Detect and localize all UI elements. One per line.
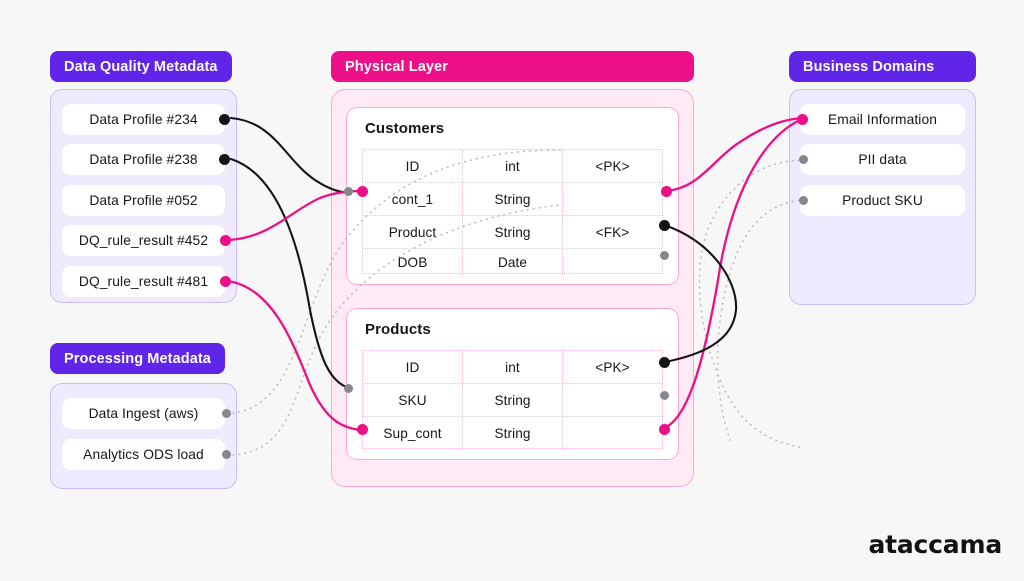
list-item-email-information[interactable]: Email Information [800, 104, 965, 135]
table-title-customers: Customers [365, 120, 445, 137]
anchor-dot-pii-data[interactable] [799, 155, 808, 164]
anchor-dot-products-supcont-right[interactable] [659, 424, 670, 435]
list-item-label: DQ_rule_result #481 [78, 274, 209, 289]
anchor-dot-analytics-ods-load[interactable] [222, 450, 231, 459]
anchor-dot-products-sku-right[interactable] [660, 391, 669, 400]
list-item-pii-data[interactable]: PII data [800, 144, 965, 175]
anchor-dot-data-profile-238[interactable] [219, 154, 230, 165]
anchor-dot-products-supcont-left[interactable] [357, 424, 368, 435]
list-item-data-profile-234[interactable]: Data Profile #234 [62, 104, 225, 135]
cell-column-type: int [463, 351, 563, 383]
anchor-dot-dq-rule-result-452[interactable] [220, 235, 231, 246]
table-row[interactable]: DOB Date [363, 249, 662, 275]
table-title-products: Products [365, 321, 431, 338]
cell-column-name: DOB [363, 249, 463, 275]
list-item-label: Analytics ODS load [83, 447, 204, 462]
cell-column-type: String [463, 183, 563, 215]
table-card-products: Products ID int <PK> SKU String Sup_cont… [346, 308, 679, 460]
table-row[interactable]: ID int <PK> [363, 150, 662, 183]
table-row[interactable]: Product String <FK> [363, 216, 662, 249]
list-item-data-profile-238[interactable]: Data Profile #238 [62, 144, 225, 175]
cell-column-type: int [463, 150, 563, 182]
group-title-data-quality: Data Quality Metadata [64, 58, 218, 75]
anchor-dot-customers-cont1-left-gray[interactable] [344, 187, 353, 196]
cell-column-name: Sup_cont [363, 417, 463, 450]
cell-column-type: String [463, 384, 563, 416]
anchor-dot-products-id-pk-right[interactable] [659, 357, 670, 368]
cell-column-name: ID [363, 150, 463, 182]
list-item-dq-rule-result-452[interactable]: DQ_rule_result #452 [62, 225, 225, 256]
anchor-dot-data-ingest-aws[interactable] [222, 409, 231, 418]
cell-column-name: Product [363, 216, 463, 248]
table-row[interactable]: SKU String [363, 384, 662, 417]
table-card-customers: Customers ID int <PK> cont_1 String Prod… [346, 107, 679, 285]
table-grid-customers: ID int <PK> cont_1 String Product String… [362, 149, 663, 275]
list-item-data-ingest-aws[interactable]: Data Ingest (aws) [62, 398, 225, 429]
list-item-label: DQ_rule_result #452 [78, 233, 209, 248]
anchor-dot-customers-dob-right[interactable] [660, 251, 669, 260]
anchor-dot-email-information[interactable] [797, 114, 808, 125]
group-header-processing: Processing Metadata [50, 343, 225, 374]
list-item-analytics-ods-load[interactable]: Analytics ODS load [62, 439, 225, 470]
ataccama-logo: ataccama [868, 530, 1002, 559]
cell-column-type: String [463, 417, 563, 450]
table-row[interactable]: ID int <PK> [363, 351, 662, 384]
list-item-label: Data Profile #238 [89, 152, 198, 167]
anchor-dot-data-profile-234[interactable] [219, 114, 230, 125]
cell-column-key [563, 249, 662, 275]
anchor-dot-customers-product-fk-right[interactable] [659, 220, 670, 231]
anchor-dot-customers-cont1-right[interactable] [661, 186, 672, 197]
cell-column-type: String [463, 216, 563, 248]
list-item-data-profile-052[interactable]: Data Profile #052 [62, 185, 225, 216]
list-item-label: Data Profile #052 [89, 193, 198, 208]
group-header-physical-layer: Physical Layer [331, 51, 694, 82]
cell-column-name: ID [363, 351, 463, 383]
group-title-processing: Processing Metadata [64, 350, 211, 367]
list-item-label: Email Information [827, 112, 938, 127]
cell-column-key: <PK> [595, 359, 630, 375]
list-item-label: PII data [858, 152, 907, 167]
group-title-physical-layer: Physical Layer [345, 58, 448, 75]
table-row[interactable]: Sup_cont String [363, 417, 662, 450]
list-item-label: Data Ingest (aws) [88, 406, 199, 421]
list-item-product-sku[interactable]: Product SKU [800, 185, 965, 216]
anchor-dot-dq-rule-result-481[interactable] [220, 276, 231, 287]
list-item-label: Product SKU [842, 193, 923, 208]
cell-column-key [563, 183, 662, 215]
anchor-dot-customers-cont1-left[interactable] [357, 186, 368, 197]
list-item-dq-rule-result-481[interactable]: DQ_rule_result #481 [62, 266, 225, 297]
anchor-dot-product-sku[interactable] [799, 196, 808, 205]
group-header-business-domains: Business Domains [789, 51, 976, 82]
group-title-business-domains: Business Domains [803, 58, 935, 75]
cell-column-name: SKU [363, 384, 463, 416]
cell-column-key [563, 384, 662, 416]
cell-column-key [563, 417, 662, 450]
list-item-label: Data Profile #234 [89, 112, 198, 127]
cell-column-name: cont_1 [363, 183, 463, 215]
cell-column-key: <FK> [595, 224, 630, 240]
anchor-dot-products-sku-left[interactable] [344, 384, 353, 393]
table-row[interactable]: cont_1 String [363, 183, 662, 216]
table-grid-products: ID int <PK> SKU String Sup_cont String [362, 350, 663, 450]
cell-column-type: Date [463, 249, 563, 275]
group-header-data-quality: Data Quality Metadata [50, 51, 232, 82]
cell-column-key: <PK> [595, 158, 630, 174]
